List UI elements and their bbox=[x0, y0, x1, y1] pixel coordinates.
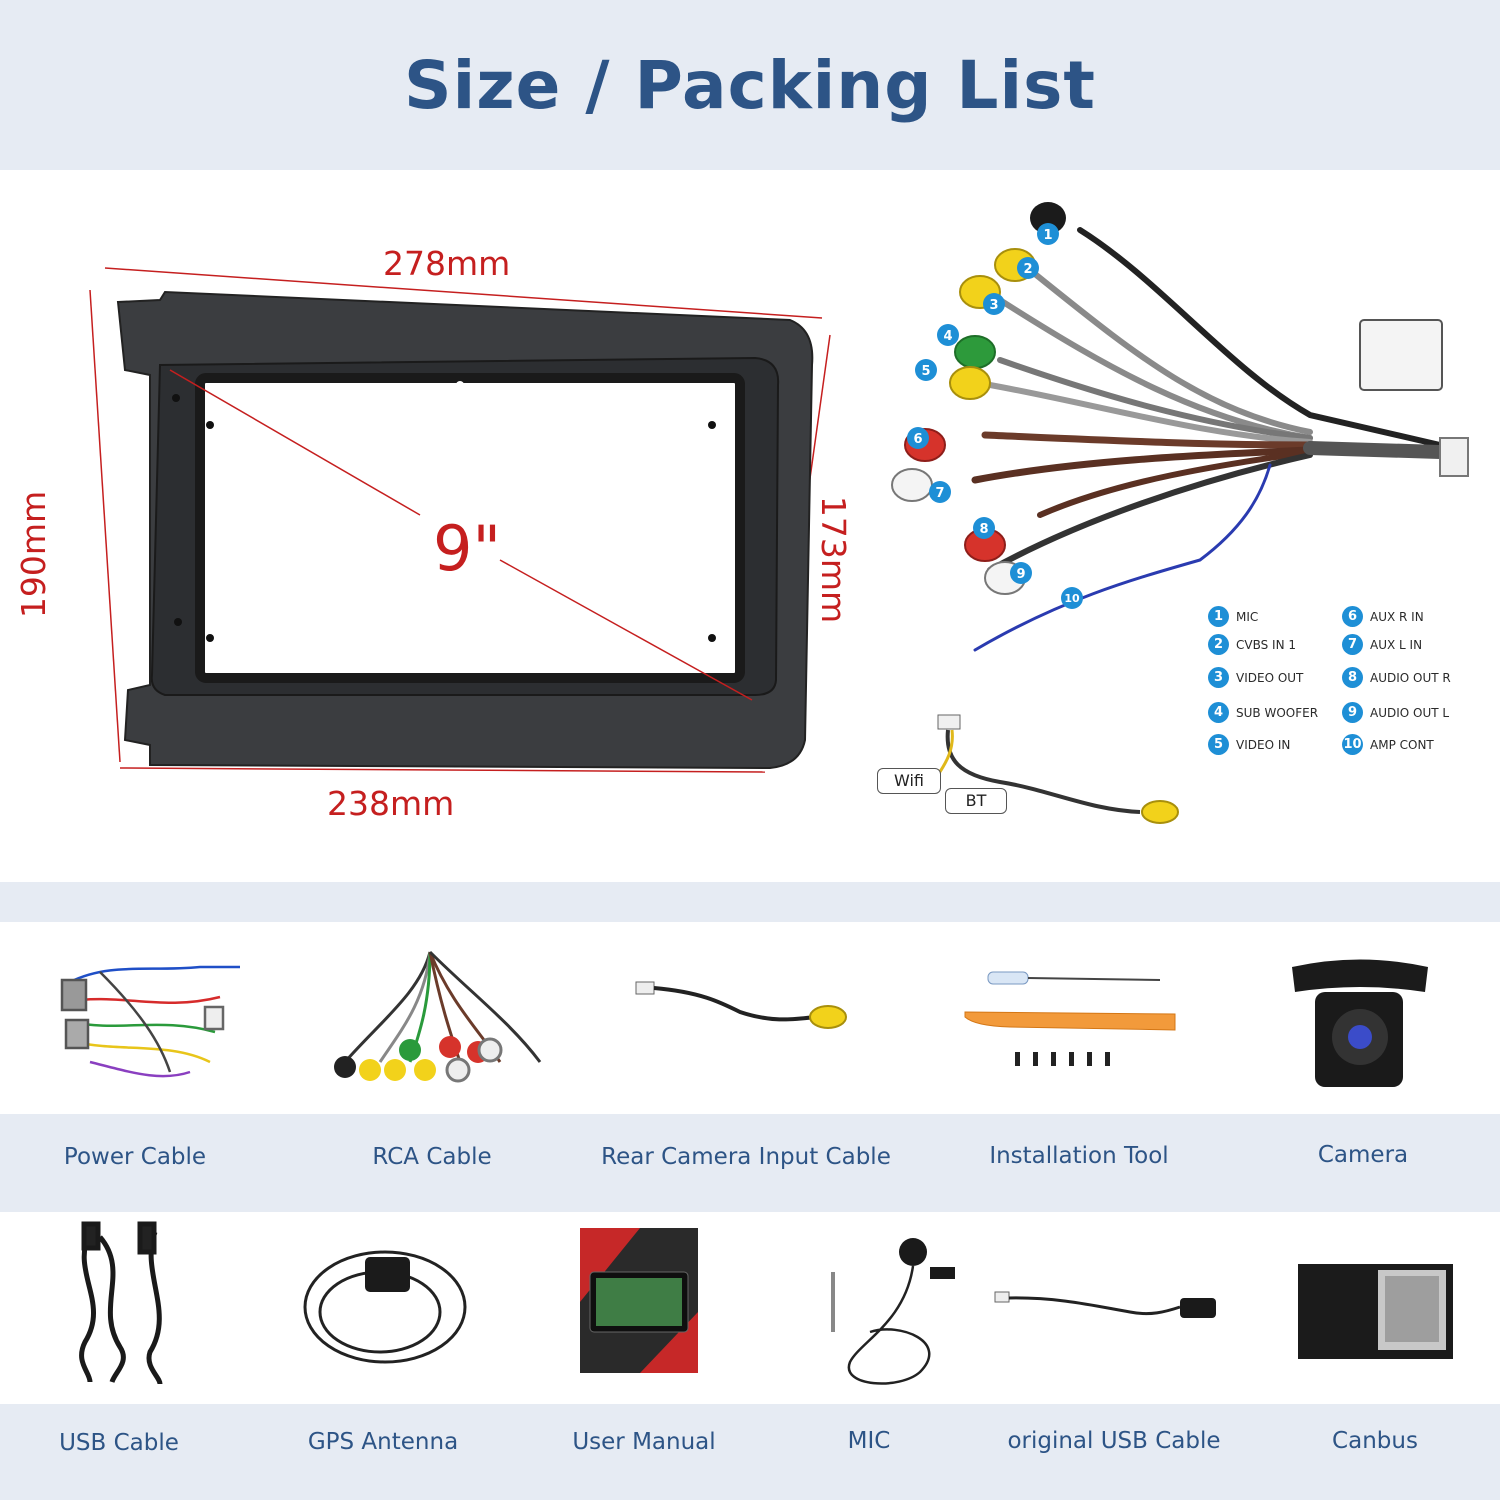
svg-text:7: 7 bbox=[935, 486, 944, 501]
item-label-rear-camera-input-cable: Rear Camera Input Cable bbox=[601, 1144, 891, 1170]
spec-section: 1 2 3 4 5 6 7 8 9 10 278mm 238mm 190mm 1… bbox=[0, 170, 1500, 882]
item-label-mic: MIC bbox=[847, 1428, 891, 1454]
dim-left-height: 190mm bbox=[14, 490, 54, 619]
svg-text:3: 3 bbox=[989, 298, 998, 313]
title-band: Size / Packing List bbox=[0, 0, 1500, 170]
usb-cable-image bbox=[79, 1221, 163, 1385]
item-label-gps-antenna: GPS Antenna bbox=[307, 1429, 459, 1455]
rear-camera-input-cable-image bbox=[635, 981, 847, 1029]
dash-frame bbox=[116, 290, 814, 770]
camera-image bbox=[1292, 959, 1428, 1087]
svg-text:2: 2 bbox=[1023, 262, 1032, 277]
svg-text:1: 1 bbox=[1043, 228, 1052, 243]
dim-right-height: 173mm bbox=[814, 495, 854, 624]
svg-text:10: 10 bbox=[1064, 592, 1080, 605]
packing-row-1-labels: Power Cable RCA Cable Rear Camera Input … bbox=[0, 1114, 1500, 1212]
dim-top-width: 278mm bbox=[383, 244, 511, 283]
separator-band bbox=[0, 882, 1500, 922]
rca-cable-image bbox=[334, 950, 542, 1083]
user-manual-image bbox=[580, 1228, 698, 1373]
diagonal-line-b bbox=[499, 559, 753, 701]
item-label-canbus: Canbus bbox=[1332, 1428, 1418, 1454]
packing-row-2-images bbox=[0, 1212, 1500, 1404]
item-label-camera: Camera bbox=[1317, 1142, 1409, 1168]
canbus-image bbox=[1298, 1264, 1453, 1359]
svg-text:9: 9 bbox=[1016, 567, 1025, 582]
item-label-installation-tool: Installation Tool bbox=[989, 1143, 1169, 1169]
row-1-items-drawing bbox=[60, 950, 1428, 1087]
diagonal-line-a bbox=[169, 369, 421, 516]
rca-harness-drawing bbox=[891, 202, 1469, 652]
mic-image bbox=[831, 1238, 955, 1385]
svg-text:4: 4 bbox=[943, 329, 952, 344]
dim-line-bottom bbox=[119, 767, 766, 773]
power-cable-image bbox=[60, 965, 240, 1078]
item-label-rca-cable: RCA Cable bbox=[372, 1144, 492, 1170]
page-title: Size / Packing List bbox=[404, 46, 1096, 124]
svg-text:8: 8 bbox=[979, 522, 988, 537]
screen-size-label: 9" bbox=[433, 512, 501, 585]
item-label-original-usb-cable: original USB Cable bbox=[1007, 1428, 1221, 1454]
wifi-tag: Wifi bbox=[877, 768, 941, 794]
original-usb-cable-image bbox=[994, 1291, 1216, 1318]
packing-row-1-images bbox=[0, 922, 1500, 1114]
installation-tool-image bbox=[964, 971, 1176, 1066]
bt-tag: BT bbox=[945, 788, 1007, 814]
svg-text:5: 5 bbox=[921, 364, 930, 379]
item-label-power-cable: Power Cable bbox=[63, 1144, 207, 1170]
dim-line-left bbox=[89, 289, 121, 763]
packing-row-2-labels: USB Cable GPS Antenna User Manual MIC or… bbox=[0, 1404, 1500, 1500]
item-label-usb-cable: USB Cable bbox=[59, 1430, 179, 1456]
dim-bottom-width: 238mm bbox=[327, 784, 455, 823]
svg-text:6: 6 bbox=[913, 432, 922, 447]
dim-line-top bbox=[104, 267, 823, 319]
harness-badges: 1 2 3 4 5 6 7 8 9 10 bbox=[907, 223, 1083, 609]
gps-antenna-image bbox=[303, 1250, 467, 1364]
row-2-items-drawing bbox=[79, 1221, 1453, 1385]
spec-drawing: 1 2 3 4 5 6 7 8 9 10 bbox=[89, 202, 1469, 824]
item-label-user-manual: User Manual bbox=[572, 1429, 716, 1455]
